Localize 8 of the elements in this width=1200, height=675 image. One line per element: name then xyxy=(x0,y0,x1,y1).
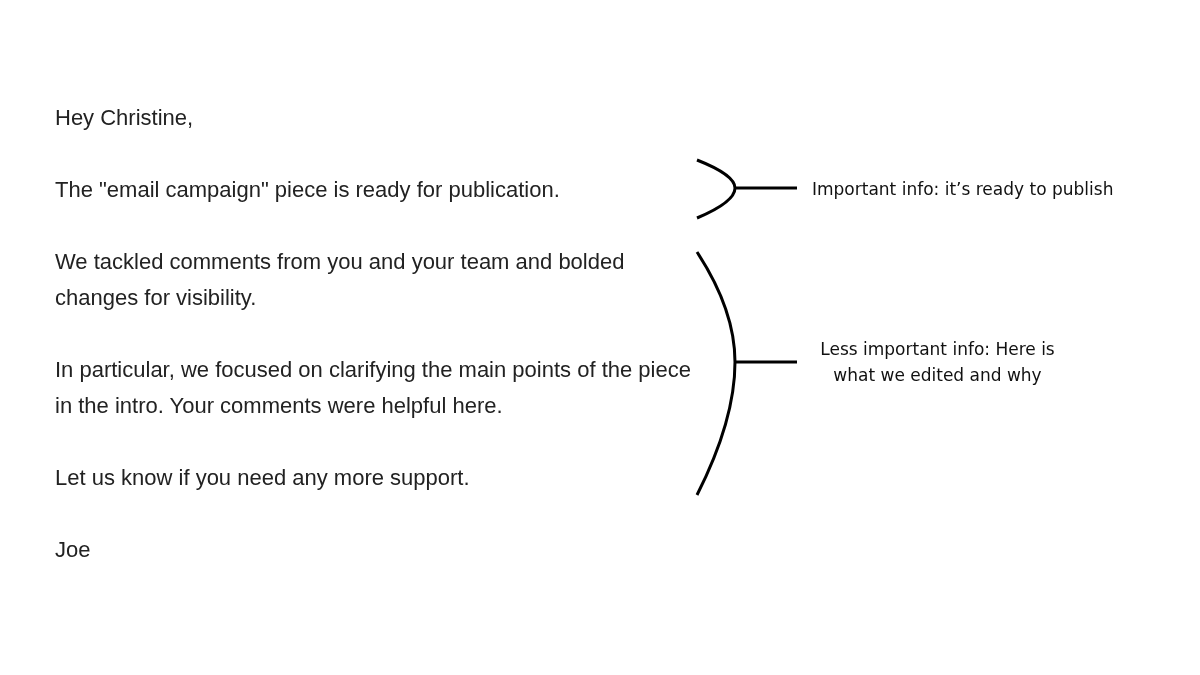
email-paragraph: In particular, we focused on clarifying the main points of the piece in the intro. Your comments were helpful here. xyxy=(55,356,692,420)
email-paragraph: Let us know if you need any more support. xyxy=(55,464,471,492)
annotation-text: Important info: it’s ready to publish xyxy=(812,178,1115,201)
email-paragraph: The "email campaign" piece is ready for publication. xyxy=(55,176,561,204)
greeting-text: Hey Christine, xyxy=(55,104,195,132)
signature-text: Joe xyxy=(55,536,92,564)
annotation-text: Less important info: Here is what we edited and why xyxy=(819,338,1056,387)
email-paragraph: We tackled comments from you and your team and bolded changes for visibility. xyxy=(55,248,626,312)
